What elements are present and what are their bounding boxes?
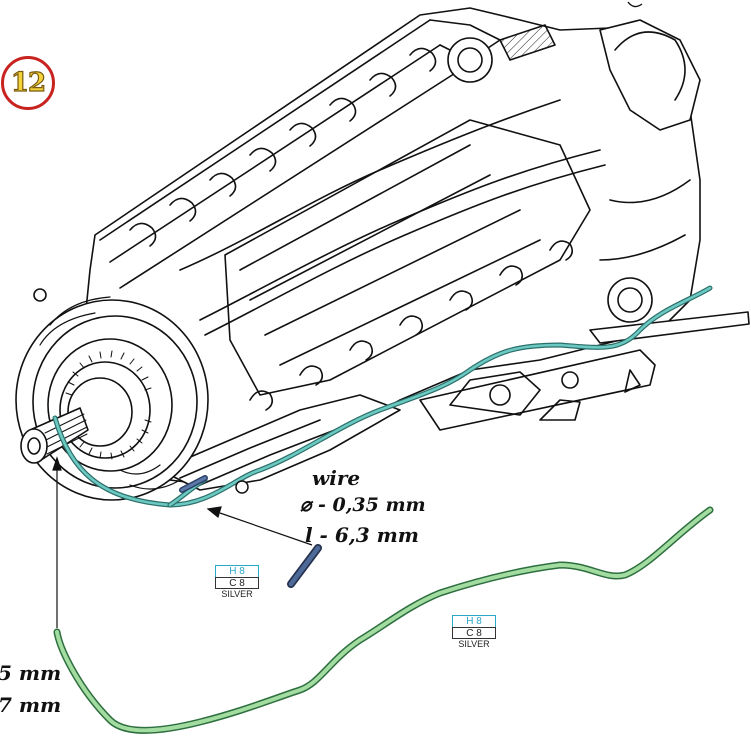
color-code-long-wire: H 8 C 8 SILVER (452, 615, 496, 649)
long-wire-diameter-partial: 5 mm (0, 661, 62, 685)
engine-drawing (15, 7, 750, 501)
long-wire-part (53, 506, 714, 734)
color-code-c: C 8 (215, 577, 259, 589)
step-number-badge: 12 (1, 56, 55, 110)
long-wire-length-partial: 7 mm (0, 693, 62, 717)
leader-lines (52, 456, 313, 628)
color-code-c: C 8 (452, 627, 496, 639)
wire-diameter: ⌀ - 0,35 mm (300, 494, 426, 516)
short-wire-part (287, 544, 322, 588)
color-code-h: H 8 (452, 615, 496, 627)
wire-title: wire (312, 466, 361, 490)
step-number: 12 (10, 67, 46, 98)
short-wire-installed (179, 475, 249, 494)
color-code-name: SILVER (458, 639, 490, 649)
color-code-short-wire: H 8 C 8 SILVER (215, 565, 259, 599)
wire-length: l - 6,3 mm (305, 523, 419, 547)
color-code-h: H 8 (215, 565, 259, 577)
color-code-name: SILVER (221, 589, 253, 599)
partial-mark-top (627, 1, 643, 8)
